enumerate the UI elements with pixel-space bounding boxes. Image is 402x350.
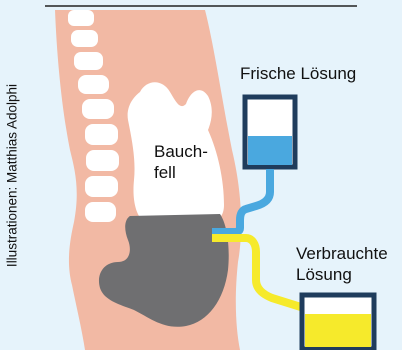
fresh-solution-fluid bbox=[248, 136, 292, 165]
peritoneum-label-line2: fell bbox=[154, 163, 176, 183]
peritoneum-label-line1: Bauch- bbox=[154, 142, 208, 162]
fresh-solution-label: Frische Lösung bbox=[240, 64, 356, 84]
illustration-credit: Illustrationen: Matthias Adolphi bbox=[5, 46, 20, 306]
used-solution-fluid bbox=[305, 314, 371, 347]
used-solution-label-line2: Lösung bbox=[296, 265, 352, 285]
used-solution-label-line1: Verbrauchte bbox=[296, 244, 388, 264]
